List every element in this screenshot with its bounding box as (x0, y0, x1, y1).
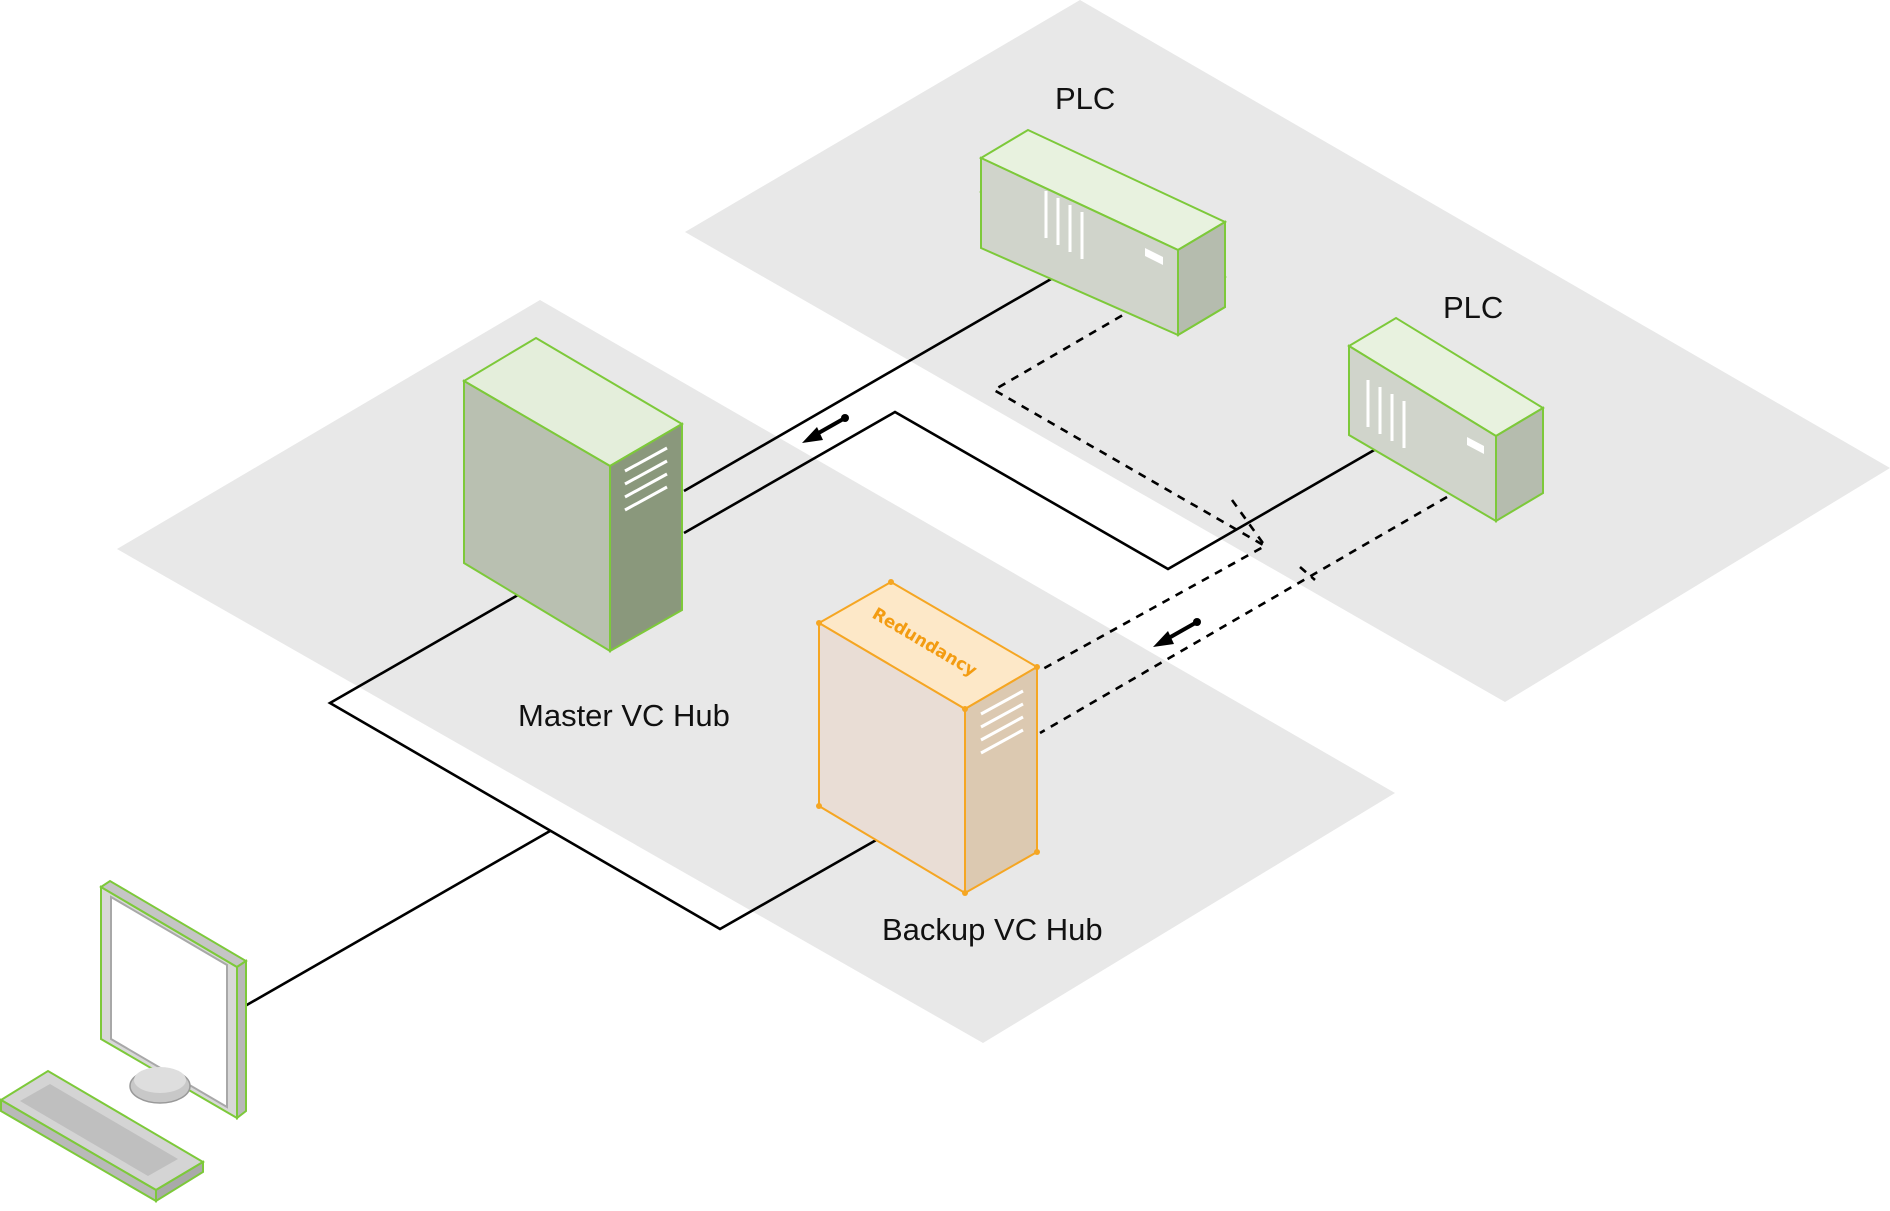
wire-master-loop (683, 410, 1377, 571)
wire-plc1-master (683, 273, 1059, 493)
arrow-icon (802, 414, 849, 443)
master-vc-hub-label: Master VC Hub (518, 698, 730, 733)
plc-right-label: PLC (1443, 290, 1503, 325)
wire-workstation (237, 829, 551, 1012)
control-network-zone (117, 300, 1395, 1043)
connection-lines (237, 273, 1377, 1012)
desktop-computer-icon (0, 879, 248, 1203)
plc-top-label: PLC (1055, 81, 1115, 116)
wire-master-bus (327, 593, 879, 931)
backup-vc-hub-label: Backup VC Hub (882, 912, 1103, 947)
plc-controller-icon (1347, 316, 1545, 523)
dash-plc1-backup (991, 306, 1268, 672)
tower-server-icon (462, 336, 684, 653)
dash-plc2-backup (1039, 495, 1448, 735)
arrow-icon (1153, 618, 1201, 647)
plc-controller-icon (978, 128, 1228, 337)
dash-tick-1 (1230, 499, 1267, 547)
redundant-connection-lines (991, 306, 1448, 735)
dash-tick-2 (1299, 566, 1316, 581)
tower-server-icon (816, 579, 1040, 896)
